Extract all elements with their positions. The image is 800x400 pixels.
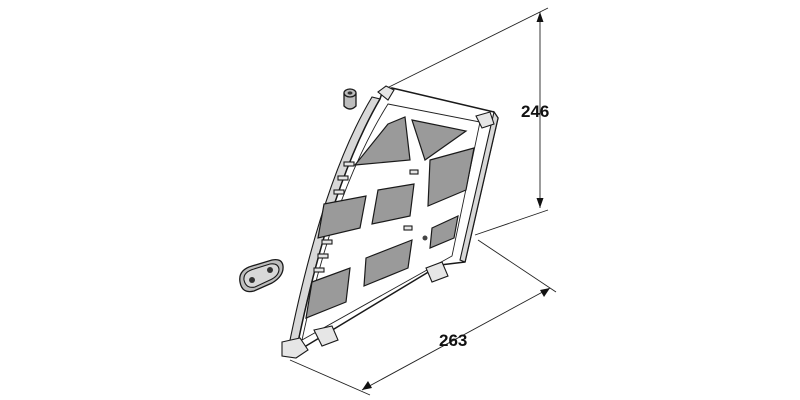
clip-hole-left [249,277,255,283]
height-extension-bottom [474,209,549,236]
slot [403,225,413,231]
width-dimension-label: 263 [439,331,467,350]
height-dimension-label: 246 [521,102,549,121]
clip-part [239,258,284,293]
height-arrow-bottom [536,198,544,208]
window-lower-right [429,214,459,249]
spacer-part [343,88,357,110]
slot [321,239,333,245]
window-lower-center [363,239,413,287]
width-dimension: 263 [289,239,557,396]
window-bottom-left [305,267,351,319]
foot-front-left [281,337,309,359]
plate-small-hole [422,235,428,241]
spacer-body [343,93,357,110]
window-mid-right [427,147,475,207]
top-right-clip [475,111,495,129]
height-dimension: 246 [382,7,549,236]
bracket-plate [281,85,499,359]
width-arrow-right [540,288,550,297]
width-dimension-line [361,287,551,391]
clip-hole-right [267,267,273,273]
window-top-right [411,119,468,161]
foot-back [425,261,449,283]
plate-right-edge [459,110,499,263]
width-arrow-left [362,381,372,390]
slot [333,189,345,195]
edge-slots [313,161,419,273]
window-mid-left [317,195,367,239]
height-extension-top [382,7,549,91]
spacer-hole [347,91,353,95]
window-top-left [353,116,411,166]
width-extension-left [289,359,371,396]
plate-feet [281,261,449,359]
slot [313,267,325,273]
foot-front-right [313,325,339,347]
width-extension-right [477,239,557,293]
slot [337,175,349,181]
slot [343,161,355,167]
height-arrow-top [536,12,544,22]
window-mid-center [371,183,415,225]
slot [409,169,419,175]
slot [317,253,329,259]
top-left-clip [377,85,395,101]
